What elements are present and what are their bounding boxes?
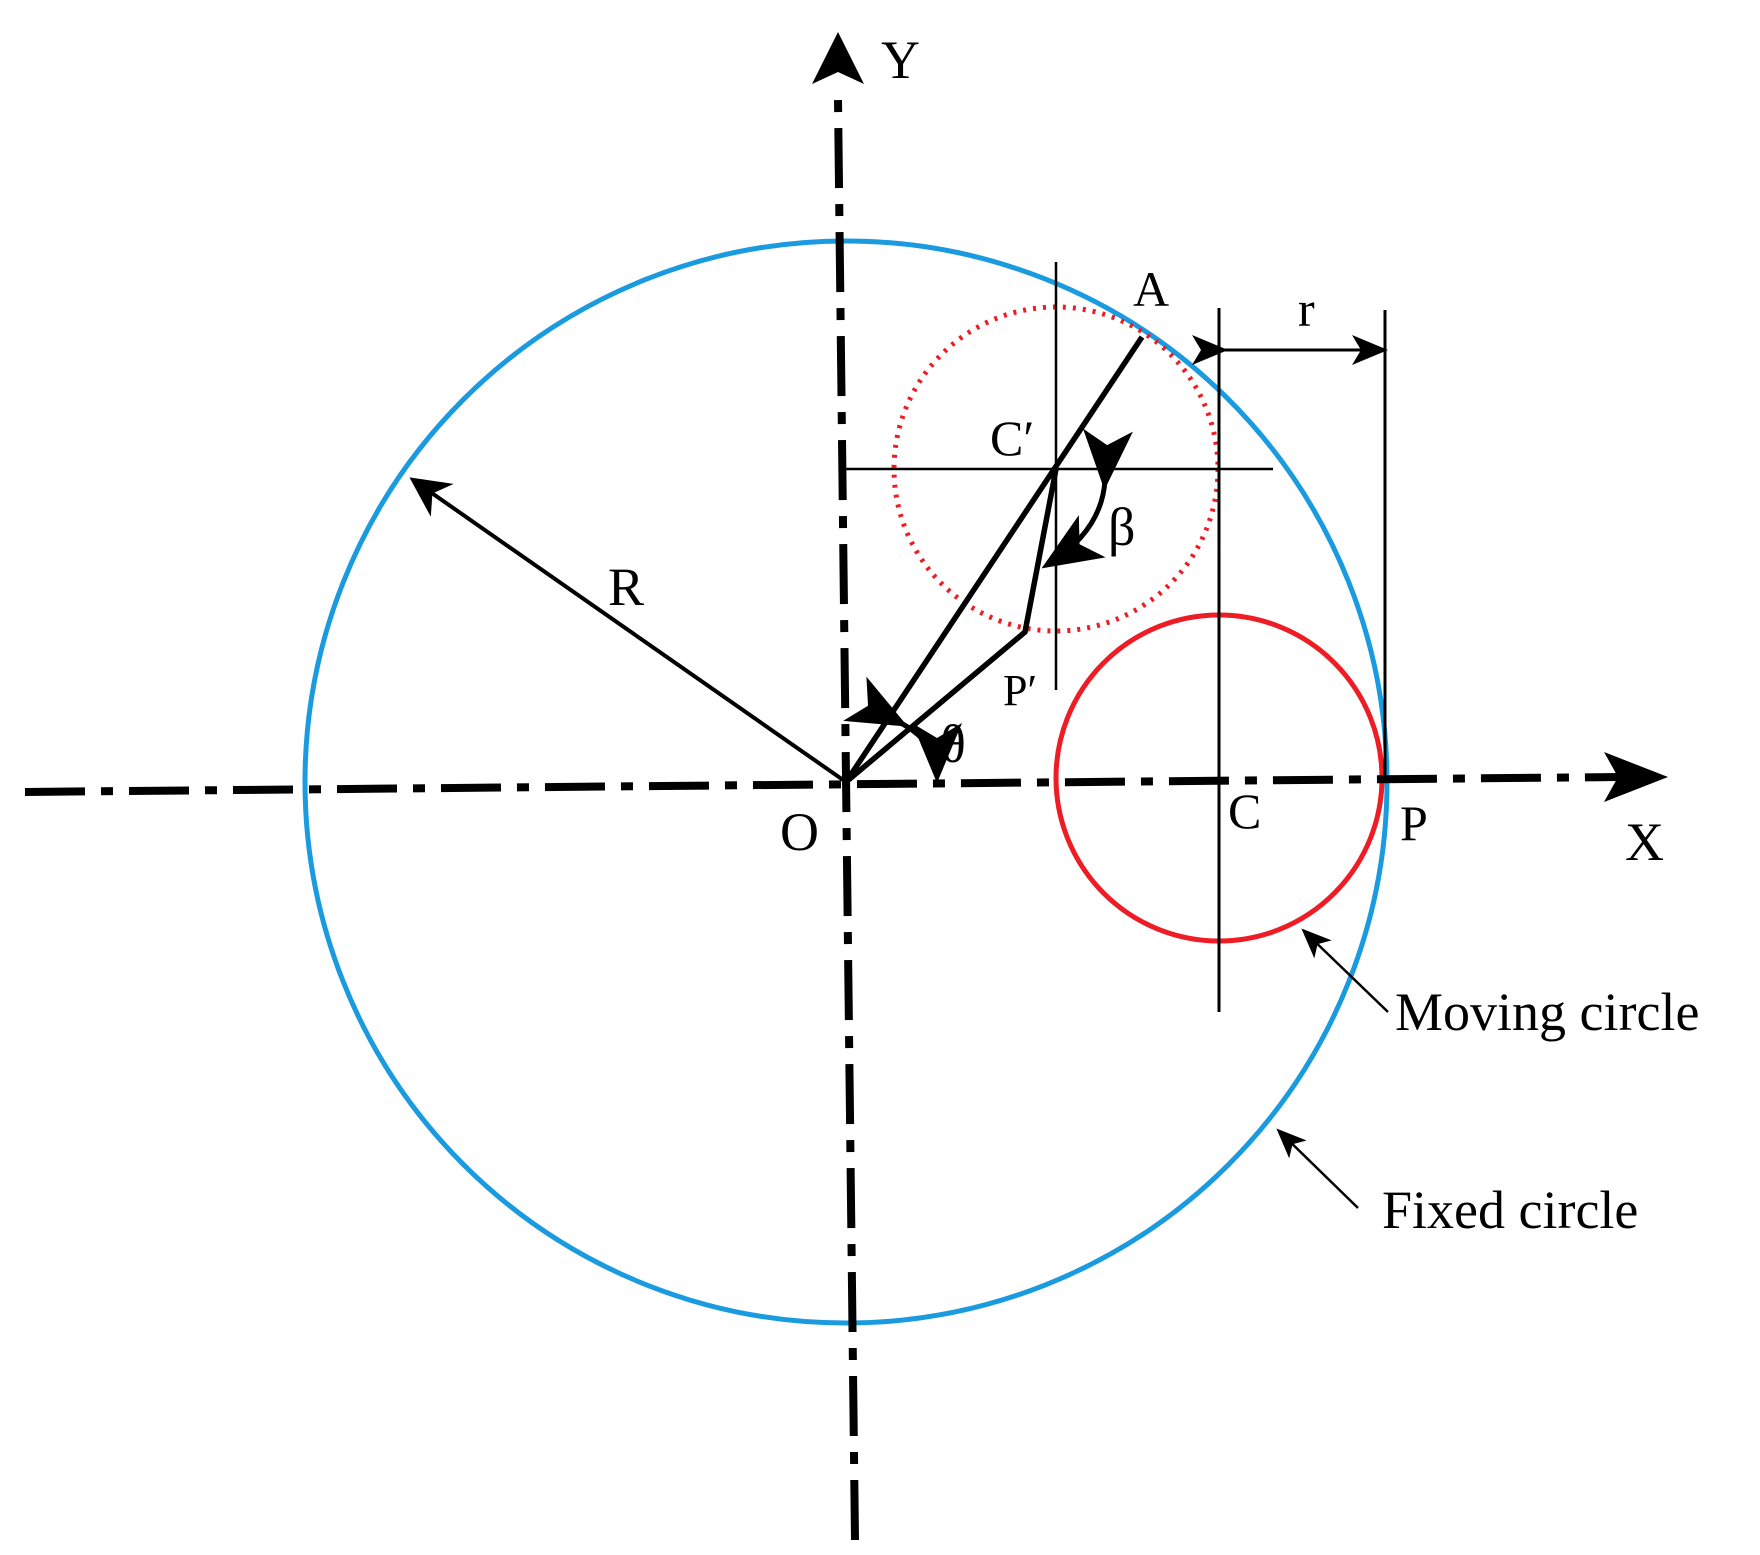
y-axis: [834, 99, 859, 1541]
point-c-label: C: [1228, 783, 1261, 839]
y-axis-label: Y: [881, 30, 920, 90]
moving-circle-leader: [1301, 928, 1389, 1013]
y-axis-arrow: [812, 32, 864, 84]
moving-circle-label: Moving circle: [1395, 982, 1699, 1042]
beta-label: β: [1108, 497, 1135, 557]
r-radius-arrow: [409, 477, 848, 784]
theta-angle-arc: [843, 676, 962, 783]
theta-label: θ: [940, 714, 966, 774]
point-p-label: P: [1400, 795, 1428, 851]
point-a-label: A: [1133, 261, 1169, 317]
origin-label: O: [780, 802, 819, 862]
x-axis: [24, 773, 1621, 796]
beta-angle-arc: [1041, 428, 1133, 569]
line-o-to-a: [843, 335, 1145, 784]
point-c-prime-label: C′: [990, 410, 1034, 466]
radius-small-label: r: [1298, 281, 1315, 337]
point-p-prime-label: P′: [1003, 666, 1037, 715]
fixed-circle-leader: [1276, 1128, 1359, 1209]
fixed-circle-label: Fixed circle: [1382, 1180, 1638, 1240]
x-axis-label: X: [1625, 812, 1664, 872]
radius-big-label: R: [608, 557, 644, 617]
x-axis-arrow: [1604, 752, 1668, 802]
